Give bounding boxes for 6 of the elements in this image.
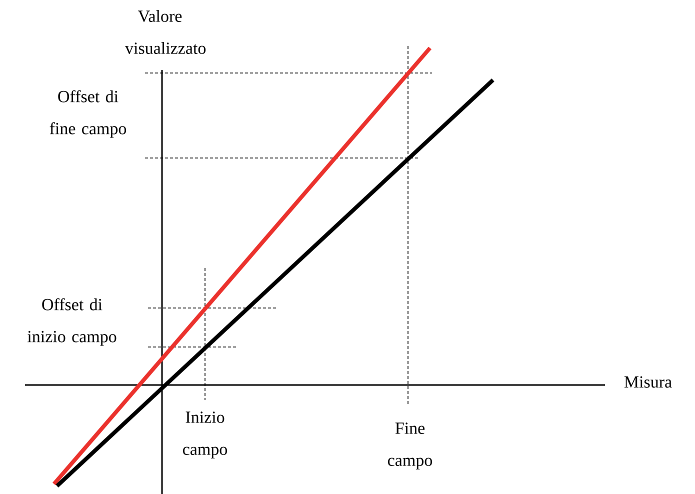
- axis-label: Inizio campo: [183, 412, 228, 458]
- axis-label: Fine campo: [388, 422, 432, 470]
- axis-label: Valore visualizzato: [125, 10, 206, 54]
- axis-label: Offset di inizio campo: [28, 298, 116, 346]
- axis-label: Offset di fine campo: [50, 90, 126, 138]
- axis-label: Misura: [624, 376, 672, 388]
